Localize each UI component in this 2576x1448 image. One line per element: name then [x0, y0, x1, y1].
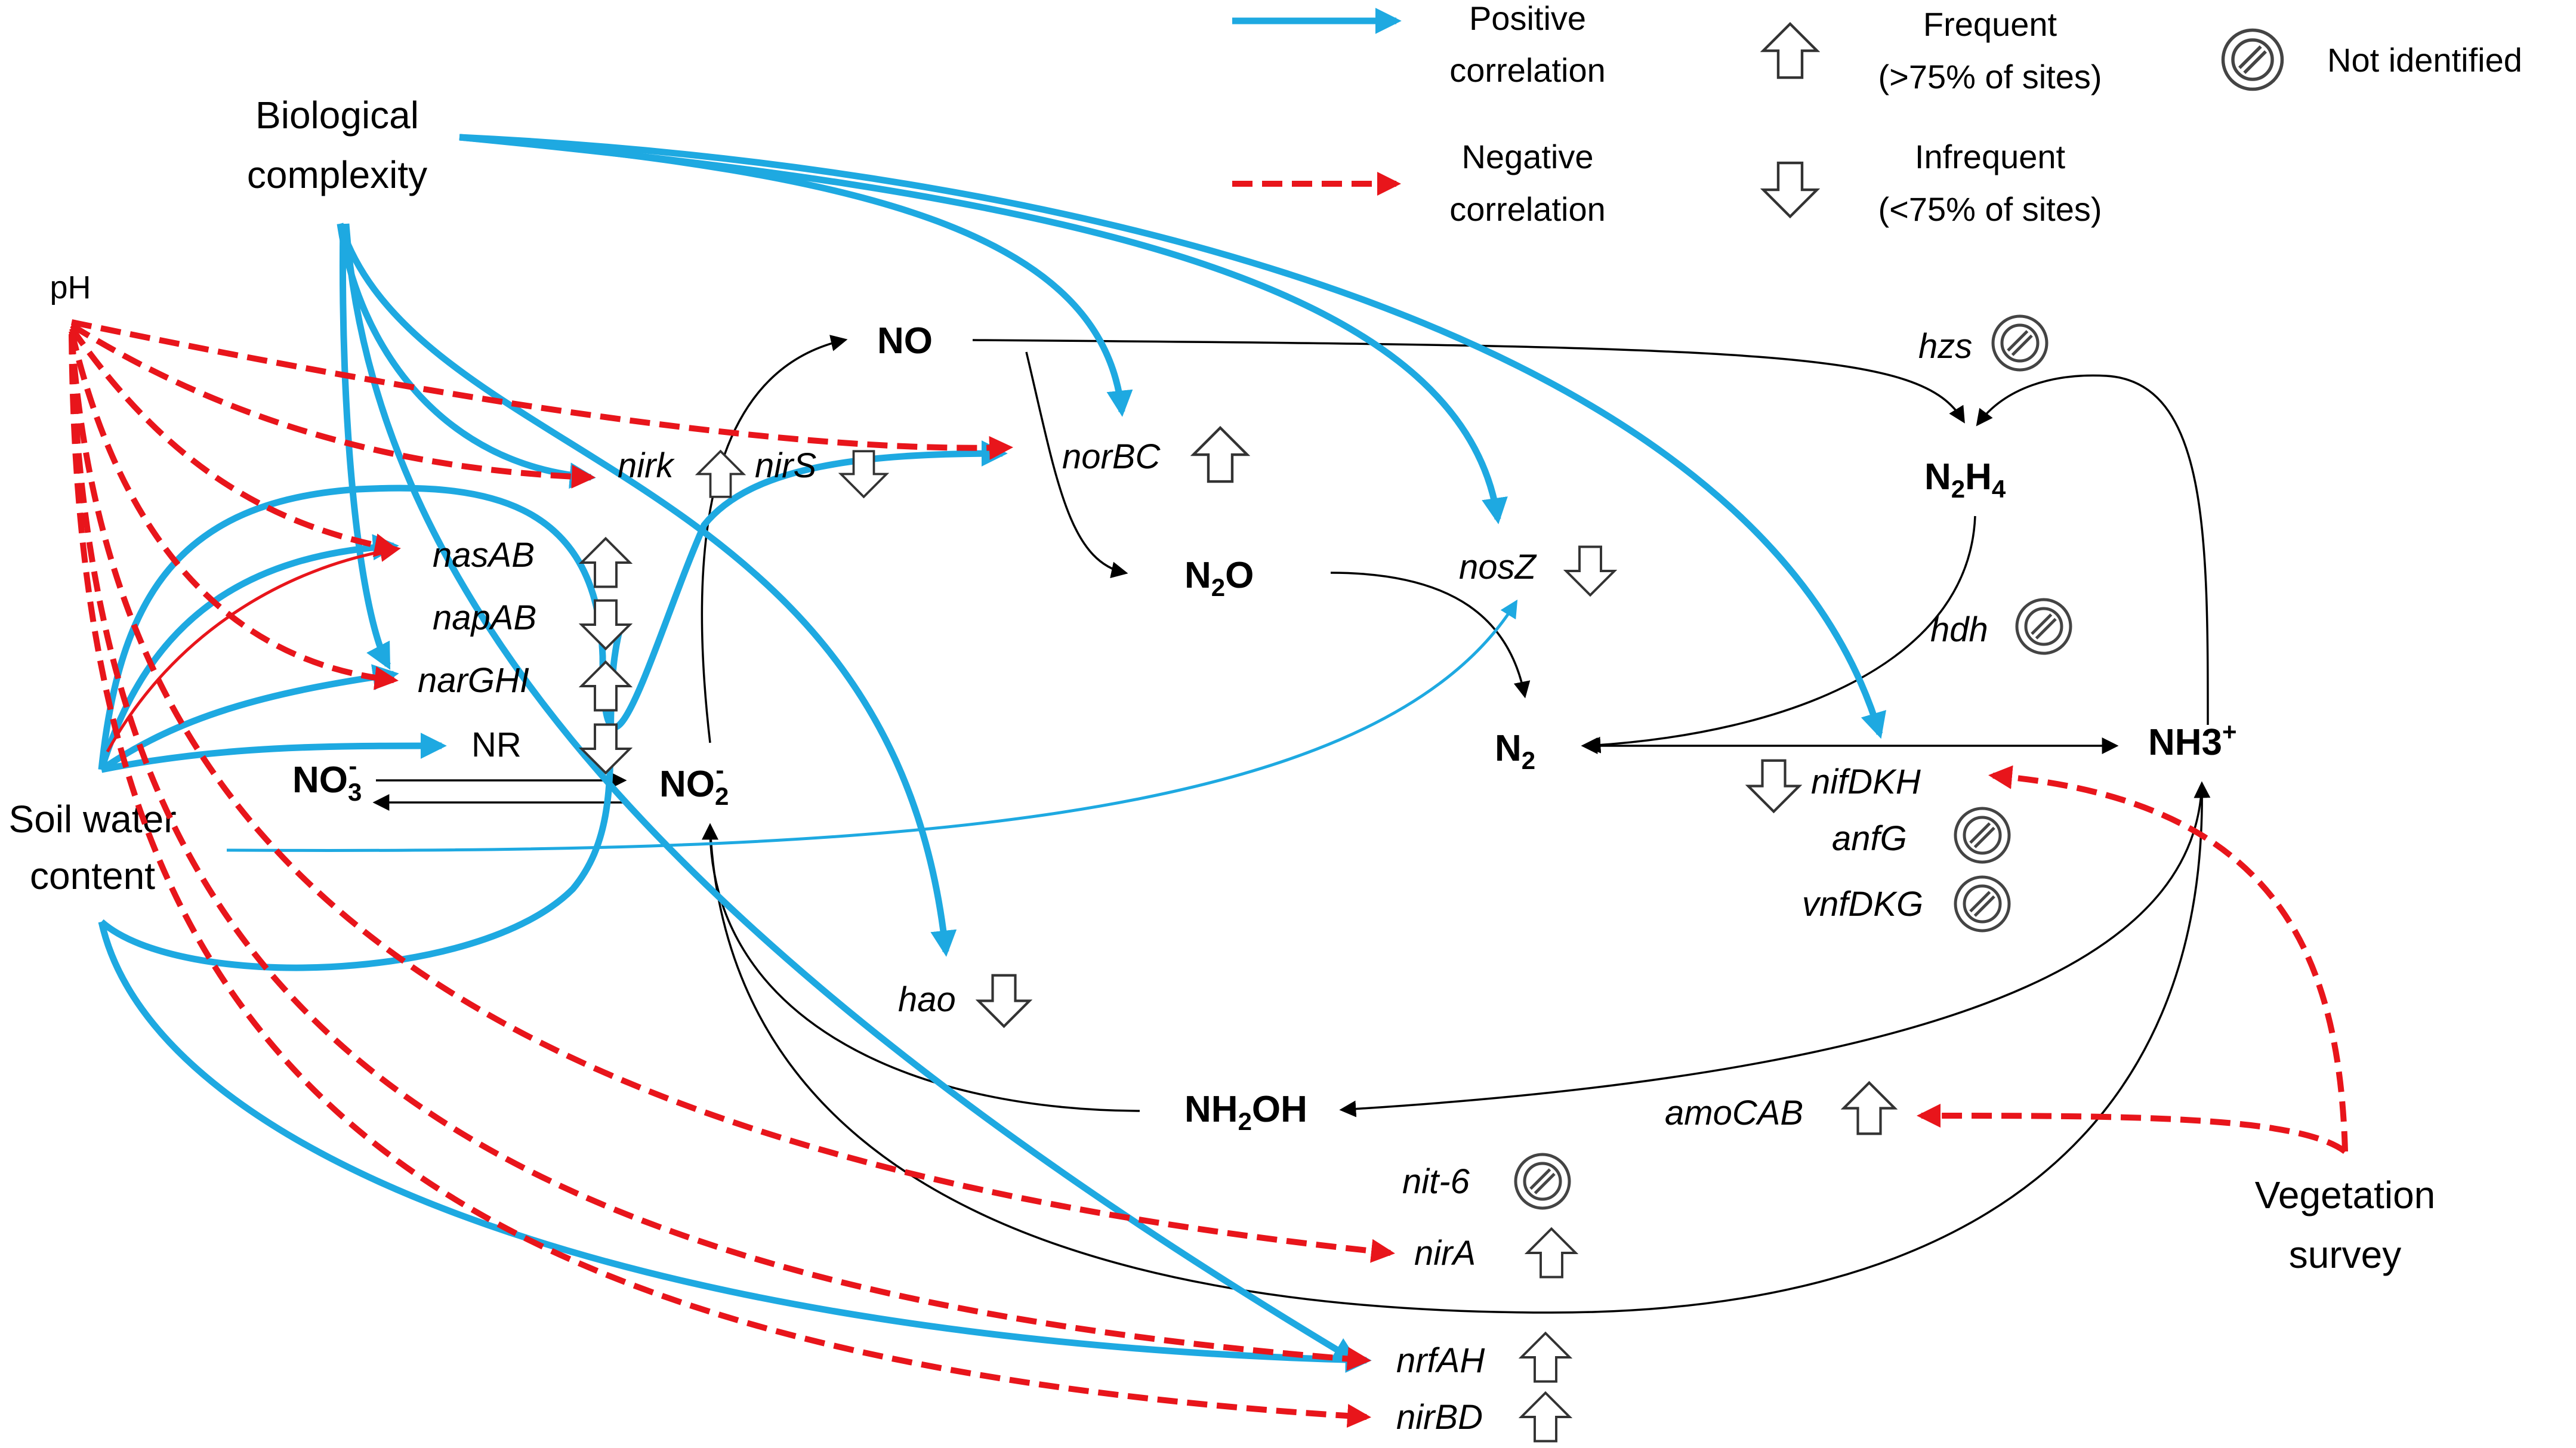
rxn-no2-to-nh3	[709, 781, 2211, 1314]
pos-soil-to-nosz	[226, 599, 1518, 852]
pos-bio-to-nirk	[337, 223, 596, 489]
gene-nrfah: nrfAH	[1396, 1341, 1485, 1380]
driver-biological-complexity-line1: Biological	[255, 94, 419, 137]
compound-no: NO	[877, 320, 933, 362]
nirbd-frequent-icon	[1520, 1391, 1571, 1443]
nit6-not-identified-icon	[1516, 1154, 1569, 1208]
legend-frequent-line2: (>75% of sites)	[1878, 58, 2102, 95]
vnfdkg-not-identified-icon	[1955, 877, 2009, 931]
legend-frequent-line1: Frequent	[1923, 5, 2057, 43]
frequent-arrow-icon	[1763, 24, 1817, 78]
neg-ph-to-nasab	[69, 326, 399, 557]
drivers: Biological complexity pH Soil water cont…	[9, 94, 2436, 1276]
driver-vegetation-survey-line2: survey	[2289, 1233, 2402, 1276]
narghi-frequent-icon	[580, 660, 631, 712]
gene-narghi: narGHI	[418, 661, 529, 700]
amocab-frequent-icon	[1844, 1083, 1895, 1134]
nosz-infrequent-icon	[1565, 545, 1616, 597]
gene-norbc: norBC	[1062, 437, 1161, 476]
pos-soil-to-nirs	[98, 440, 1008, 770]
gene-amocab: amoCAB	[1665, 1094, 1803, 1132]
hao-infrequent-icon	[979, 975, 1030, 1027]
nrfah-frequent-icon	[1520, 1332, 1571, 1383]
rxn-n2h4-to-n2	[1584, 515, 1976, 754]
neg-soil-to-nasab	[106, 541, 401, 753]
neg-ph-to-nirk	[70, 322, 596, 489]
compound-no3: NO3-	[292, 752, 362, 806]
neg-veg-to-nifdkh	[1988, 765, 2348, 1152]
negative-correlation-arrows	[69, 319, 2348, 1428]
gene-nit6: nit-6	[1402, 1162, 1470, 1201]
legend-not-identified: Not identified	[2327, 41, 2522, 79]
gene-nifdkh: nifDKH	[1811, 762, 1921, 801]
norbc-frequent-icon	[1193, 428, 1247, 481]
nifdkh-infrequent-icon	[1748, 761, 1800, 812]
driver-biological-complexity-line2: complexity	[247, 153, 427, 196]
nira-frequent-icon	[1526, 1227, 1577, 1279]
rxn-n2o-to-n2	[1330, 572, 1531, 699]
infrequent-arrow-icon	[1763, 163, 1817, 217]
gene-nirs: nirS	[755, 446, 816, 485]
compound-n2h4: N2H4	[1924, 456, 2006, 503]
legend-infrequent-line2: (<75% of sites)	[1878, 190, 2102, 228]
neg-ph-to-nirbd	[69, 334, 1371, 1428]
gene-nirbd: nirBD	[1396, 1398, 1483, 1437]
pos-bio-to-nrfah	[343, 223, 1359, 1363]
driver-soil-water-content-line2: content	[30, 854, 155, 897]
compound-n2: N2	[1495, 728, 1535, 774]
compounds: NO N2O N2 N2H4 NH3+ NO3- NO2- NH2OH	[292, 320, 2237, 1135]
rxn-no-to-n2o	[1025, 351, 1128, 579]
pos-soil-to-nrfah	[98, 921, 1372, 1373]
legend-negative-label-line2: correlation	[1449, 190, 1605, 228]
napab-infrequent-icon	[580, 599, 631, 650]
neg-ph-to-nirs	[70, 319, 1013, 460]
neg-ph-to-nargh	[69, 330, 399, 690]
legend-infrequent-line1: Infrequent	[1915, 138, 2066, 175]
gene-hzs: hzs	[1918, 327, 1972, 366]
pos-bio-to-nifdkh	[459, 134, 1886, 739]
pos-soil-to-nr	[100, 733, 447, 773]
pos-bio-to-nosz	[459, 134, 1508, 524]
gene-vnfdkg: vnfDKG	[1802, 885, 1923, 924]
gene-nr: NR	[471, 725, 522, 764]
gene-nira: nirA	[1414, 1234, 1476, 1273]
compound-no2: NO2-	[659, 756, 729, 810]
rxn-nh3-to-n2h4	[1976, 374, 2209, 725]
legend: Positive correlation Negative correlatio…	[1232, 0, 2522, 228]
gene-anfg: anfG	[1832, 819, 1907, 858]
not-identified-icon	[2223, 30, 2282, 89]
legend-negative-label-line1: Negative	[1461, 138, 1593, 175]
gene-hao: hao	[898, 980, 956, 1019]
gene-nirk: nirk	[618, 446, 675, 485]
neg-ph-to-nira	[69, 334, 1395, 1263]
gene-nosz: nosZ	[1459, 548, 1538, 586]
genes: nirk nirS norBC nasAB napAB narGHI NR no…	[418, 316, 2071, 1443]
hzs-not-identified-icon	[1993, 316, 2047, 370]
nr-infrequent-icon	[580, 723, 631, 774]
anfg-not-identified-icon	[1955, 808, 2009, 862]
driver-vegetation-survey-line1: Vegetation	[2255, 1174, 2436, 1217]
rxn-no2-to-no	[701, 335, 848, 743]
positive-correlation-arrows	[98, 134, 1886, 1373]
gene-hdh: hdh	[1930, 610, 1988, 649]
gene-nasab: nasAB	[433, 536, 535, 575]
hdh-not-identified-icon	[2017, 600, 2071, 653]
nirk-frequent-icon	[696, 450, 745, 498]
compound-nh2oh: NH2OH	[1184, 1089, 1307, 1135]
legend-positive-label-line1: Positive	[1469, 0, 1586, 37]
pos-bio-to-nargh	[339, 223, 391, 670]
neg-ph-to-nrfah	[69, 334, 1371, 1371]
compound-nh3: NH3+	[2148, 718, 2237, 763]
legend-positive-label-line2: correlation	[1449, 51, 1605, 89]
compound-n2o: N2O	[1184, 555, 1254, 601]
rxn-nh3-to-nh2oh	[1339, 784, 2203, 1117]
gene-napab: napAB	[433, 598, 536, 637]
neg-veg-to-amocab	[1917, 1104, 2347, 1154]
pos-soil-to-nargh	[99, 664, 399, 773]
driver-ph: pH	[50, 270, 91, 305]
rxn-no-to-n2h4	[972, 339, 1965, 424]
pos-bio-to-hao	[337, 223, 957, 957]
